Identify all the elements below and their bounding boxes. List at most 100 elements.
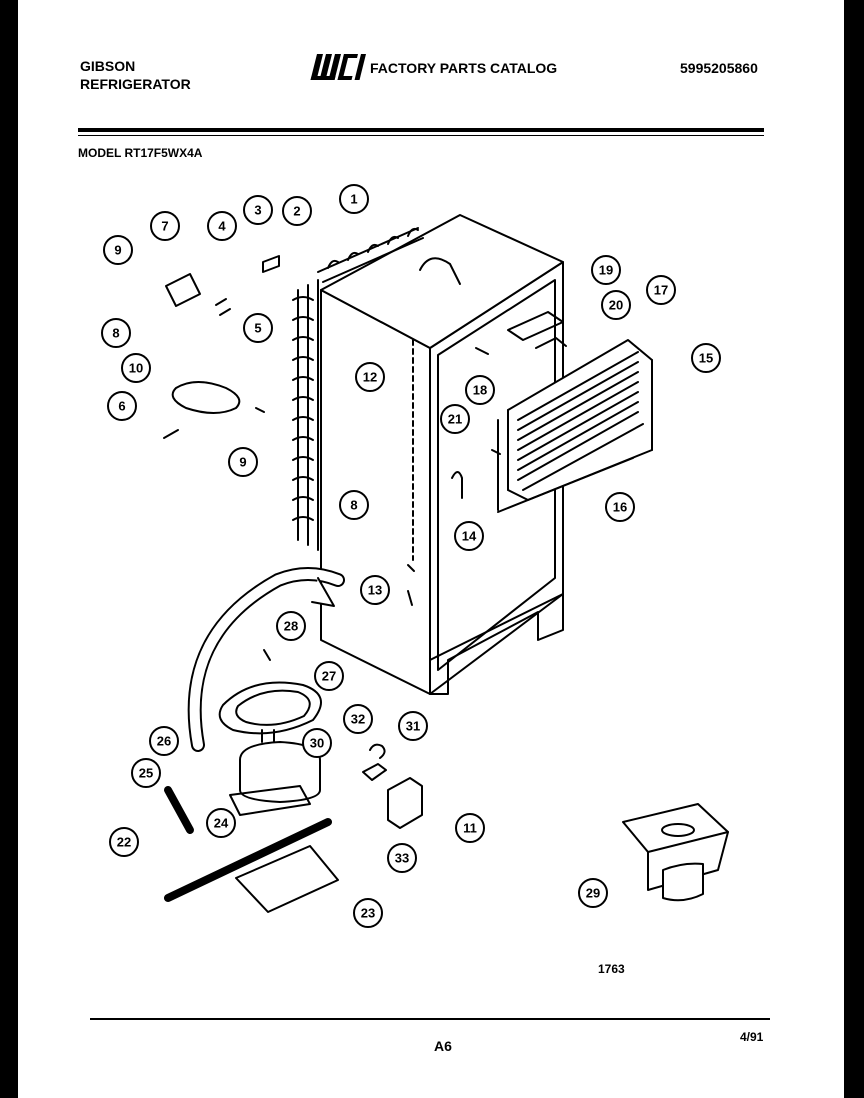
callout-30: 30 bbox=[302, 728, 332, 758]
callout-8: 8 bbox=[101, 318, 131, 348]
callout-12: 12 bbox=[355, 362, 385, 392]
callout-label: 9 bbox=[114, 243, 121, 258]
callout-7: 7 bbox=[150, 211, 180, 241]
callout-label: 21 bbox=[448, 412, 462, 427]
callout-label: 8 bbox=[112, 326, 119, 341]
callout-18: 18 bbox=[465, 375, 495, 405]
callout-27: 27 bbox=[314, 661, 344, 691]
callout-circle bbox=[207, 211, 237, 241]
refrigerator-cabinet bbox=[163, 214, 729, 913]
callout-circle bbox=[302, 728, 332, 758]
callout-10: 10 bbox=[121, 353, 151, 383]
callout-group: 1234567889910111213141516171819202122232… bbox=[101, 184, 721, 928]
callout-13: 13 bbox=[360, 575, 390, 605]
callout-label: 28 bbox=[284, 619, 298, 634]
callout-circle bbox=[591, 255, 621, 285]
callout-circle bbox=[109, 827, 139, 857]
callout-circle bbox=[353, 898, 383, 928]
callout-label: 10 bbox=[129, 361, 143, 376]
callout-2: 2 bbox=[282, 196, 312, 226]
callout-label: 26 bbox=[157, 734, 171, 749]
callout-15: 15 bbox=[691, 343, 721, 373]
callout-20: 20 bbox=[601, 290, 631, 320]
catalog-title: FACTORY PARTS CATALOG bbox=[370, 60, 558, 76]
callout-circle bbox=[276, 611, 306, 641]
exploded-parts-diagram: 1234567889910111213141516171819202122232… bbox=[101, 184, 729, 928]
callout-circle bbox=[691, 343, 721, 373]
callout-circle bbox=[206, 808, 236, 838]
callout-label: 14 bbox=[462, 529, 477, 544]
callout-label: 24 bbox=[214, 816, 229, 831]
callout-label: 33 bbox=[395, 851, 409, 866]
callout-circle bbox=[605, 492, 635, 522]
callout-circle bbox=[578, 878, 608, 908]
callout-circle bbox=[398, 711, 428, 741]
callout-label: 23 bbox=[361, 906, 375, 921]
callout-label: 2 bbox=[293, 204, 300, 219]
callout-31: 31 bbox=[398, 711, 428, 741]
callout-label: 18 bbox=[473, 383, 487, 398]
callout-1: 1 bbox=[339, 184, 369, 214]
callout-label: 13 bbox=[368, 583, 382, 598]
callout-circle bbox=[455, 813, 485, 843]
callout-label: 29 bbox=[586, 886, 600, 901]
callout-label: 27 bbox=[322, 669, 336, 684]
callout-label: 25 bbox=[139, 766, 153, 781]
callout-label: 17 bbox=[654, 283, 668, 298]
callout-circle bbox=[107, 391, 137, 421]
callout-29: 29 bbox=[578, 878, 608, 908]
callout-label: 8 bbox=[350, 498, 357, 513]
callout-circle bbox=[149, 726, 179, 756]
page-code: A6 bbox=[434, 1038, 452, 1054]
callout-label: 22 bbox=[117, 835, 131, 850]
callout-28: 28 bbox=[276, 611, 306, 641]
callout-circle bbox=[121, 353, 151, 383]
callout-circle bbox=[314, 661, 344, 691]
callout-circle bbox=[355, 362, 385, 392]
diagram-number: 1763 bbox=[598, 962, 625, 976]
callout-label: 16 bbox=[613, 500, 627, 515]
callout-24: 24 bbox=[206, 808, 236, 838]
callout-32: 32 bbox=[343, 704, 373, 734]
callout-14: 14 bbox=[454, 521, 484, 551]
callout-circle bbox=[103, 235, 133, 265]
callout-circle bbox=[243, 313, 273, 343]
callout-5: 5 bbox=[243, 313, 273, 343]
callout-circle bbox=[339, 490, 369, 520]
callout-circle bbox=[243, 195, 273, 225]
callout-circle bbox=[131, 758, 161, 788]
callout-label: 4 bbox=[218, 219, 226, 234]
header-rule bbox=[78, 128, 764, 132]
callout-circle bbox=[282, 196, 312, 226]
callout-label: 9 bbox=[239, 455, 246, 470]
header-rule-thin bbox=[78, 135, 764, 136]
callout-label: 1 bbox=[350, 192, 357, 207]
wci-logo bbox=[310, 54, 367, 80]
callout-11: 11 bbox=[455, 813, 485, 843]
callout-label: 11 bbox=[463, 821, 477, 836]
callout-circle bbox=[360, 575, 390, 605]
callout-label: 12 bbox=[363, 370, 377, 385]
catalog-part-number: 5995205860 bbox=[680, 60, 758, 76]
callout-label: 6 bbox=[118, 399, 125, 414]
callout-circle bbox=[601, 290, 631, 320]
callout-label: 19 bbox=[599, 263, 613, 278]
callout-33: 33 bbox=[387, 843, 417, 873]
brand-name: GIBSON bbox=[80, 58, 136, 74]
callout-circle bbox=[646, 275, 676, 305]
callout-26: 26 bbox=[149, 726, 179, 756]
callout-circle bbox=[343, 704, 373, 734]
callout-6: 6 bbox=[107, 391, 137, 421]
callout-label: 20 bbox=[609, 298, 623, 313]
callout-circle bbox=[101, 318, 131, 348]
callout-label: 7 bbox=[161, 219, 168, 234]
callout-label: 32 bbox=[351, 712, 365, 727]
callout-25: 25 bbox=[131, 758, 161, 788]
callout-8: 8 bbox=[339, 490, 369, 520]
callout-3: 3 bbox=[243, 195, 273, 225]
callout-label: 3 bbox=[254, 203, 261, 218]
callout-label: 31 bbox=[406, 719, 420, 734]
catalog-page: GIBSON REFRIGERATOR FACTORY PARTS CATALO… bbox=[18, 0, 844, 1098]
callout-9: 9 bbox=[103, 235, 133, 265]
callout-circle bbox=[150, 211, 180, 241]
